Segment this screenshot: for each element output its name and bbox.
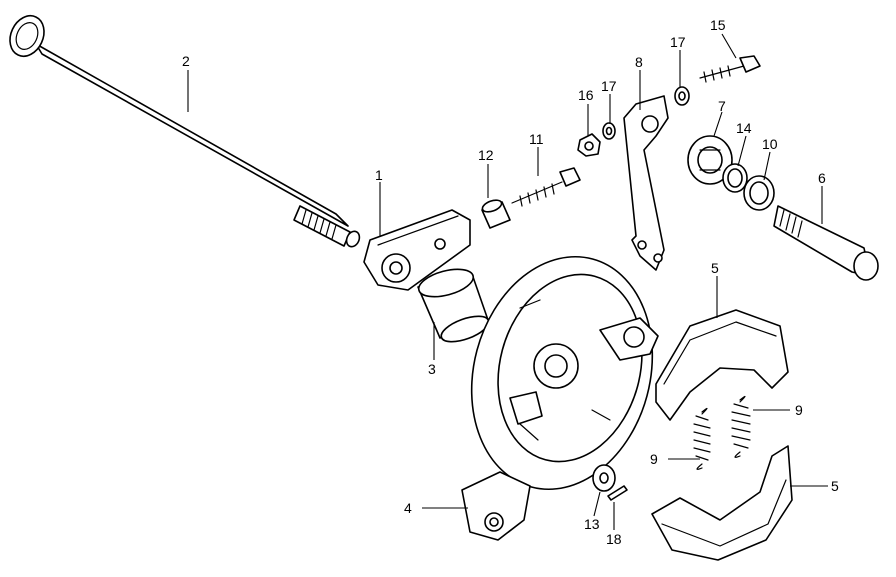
- long-bolt: [699, 55, 761, 83]
- callout-2: 2: [182, 53, 190, 69]
- callout-16: 16: [578, 87, 594, 103]
- callout-10: 10: [762, 136, 778, 152]
- callout-5-upper: 5: [711, 260, 719, 276]
- spring-right: [731, 395, 751, 458]
- bolt: [511, 167, 581, 207]
- wear-indicator: [687, 135, 733, 185]
- callout-9-left: 9: [650, 451, 658, 467]
- callout-9-right: 9: [795, 402, 803, 418]
- rear-axle: [9, 15, 361, 248]
- brake-panel: [461, 255, 659, 541]
- brake-arm: [623, 95, 669, 271]
- sleeve: [481, 199, 511, 229]
- callout-17-right: 17: [670, 34, 686, 50]
- callout-18: 18: [606, 531, 622, 547]
- o-ring: [743, 175, 775, 211]
- callout-labels: 1 2 3 4 5 5 6 7 8 9 9 10 11 12 13 14 15 …: [182, 17, 839, 547]
- callout-13: 13: [584, 516, 600, 532]
- callout-15: 15: [710, 17, 726, 33]
- collar: [417, 268, 490, 343]
- callout-7: 7: [718, 98, 726, 114]
- callout-3: 3: [428, 361, 436, 377]
- brake-shoe-lower: [651, 445, 793, 561]
- callout-14: 14: [736, 120, 752, 136]
- callout-12: 12: [478, 147, 494, 163]
- callout-17-left: 17: [601, 78, 617, 94]
- callout-11: 11: [529, 131, 544, 147]
- dust-seal: [722, 163, 748, 193]
- plain-washer: [592, 464, 616, 492]
- callout-5-lower: 5: [831, 478, 839, 494]
- washer-upper-left: [602, 122, 616, 140]
- brake-stopper-arm: [363, 209, 471, 291]
- callout-8: 8: [635, 54, 643, 70]
- washer-upper-right: [674, 86, 690, 106]
- callout-4: 4: [404, 500, 412, 516]
- spring-left: [693, 407, 711, 470]
- cotter-pin: [607, 485, 628, 501]
- brake-shoe-upper: [655, 309, 789, 421]
- brake-cam: [773, 205, 879, 281]
- nut: [577, 133, 601, 157]
- callout-6: 6: [818, 170, 826, 186]
- callout-1: 1: [375, 167, 383, 183]
- leader-lines: [187, 33, 828, 530]
